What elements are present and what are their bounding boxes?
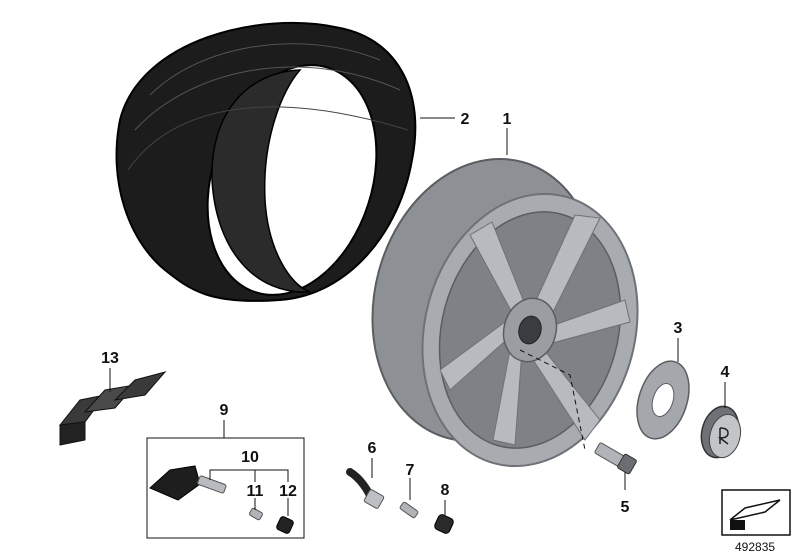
balance-weight-icon[interactable] xyxy=(58,371,167,446)
tpms-kit-box xyxy=(146,437,305,539)
callout-10: 10 xyxy=(241,449,259,466)
bolt-axis-line xyxy=(519,349,586,451)
tpms-sensor-icon[interactable] xyxy=(149,465,227,501)
tpms-valve-insert-icon[interactable] xyxy=(249,507,263,521)
callout-5: 5 xyxy=(621,499,630,516)
callout-3: 3 xyxy=(674,320,683,337)
rim-icon[interactable] xyxy=(342,133,667,490)
callout-11: 11 xyxy=(247,483,264,500)
valve-cap-icon[interactable] xyxy=(433,513,454,534)
leader-10 xyxy=(209,469,289,482)
callout-4: 4 xyxy=(721,364,730,381)
callout-7: 7 xyxy=(406,462,415,479)
arrow-icon xyxy=(721,489,791,536)
valve-icon[interactable] xyxy=(346,468,385,509)
tpms-cap-icon[interactable] xyxy=(276,516,295,535)
document-id: 492835 xyxy=(735,540,776,554)
callout-12: 12 xyxy=(279,483,297,500)
callout-8: 8 xyxy=(441,482,450,499)
center-cap-icon[interactable] xyxy=(696,402,745,462)
valve-core-icon[interactable] xyxy=(399,501,419,519)
callout-13: 13 xyxy=(101,350,119,367)
tire-icon[interactable] xyxy=(115,21,417,317)
wheel-bolt-icon[interactable] xyxy=(594,442,637,475)
ring-icon[interactable] xyxy=(628,355,698,446)
callout-6: 6 xyxy=(368,440,377,457)
callout-2: 2 xyxy=(461,111,470,128)
callout-1: 1 xyxy=(503,111,512,128)
callout-9: 9 xyxy=(220,402,229,419)
